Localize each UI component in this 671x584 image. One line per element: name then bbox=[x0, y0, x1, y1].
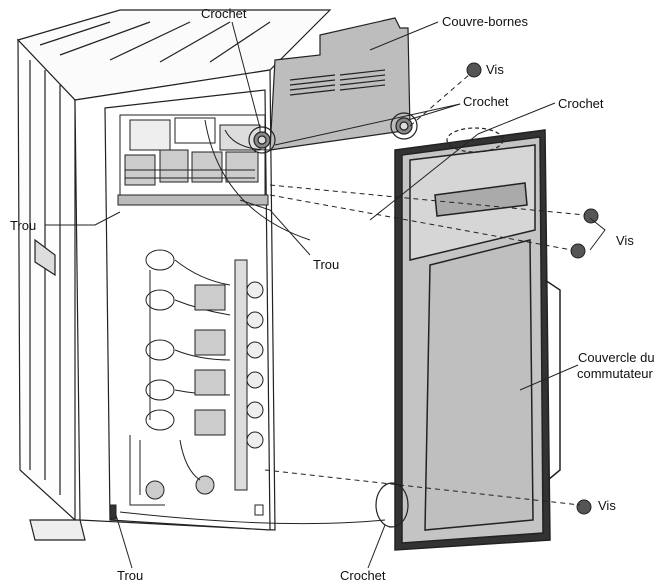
label-couvre-bornes: Couvre-bornes bbox=[442, 14, 528, 29]
callout-circles bbox=[248, 112, 504, 528]
assembly-lines bbox=[264, 73, 586, 506]
label-crochet-right: Crochet bbox=[558, 96, 604, 111]
label-couvercle-line2: commutateur bbox=[577, 366, 653, 381]
label-vis-top: Vis bbox=[486, 62, 504, 77]
screws bbox=[466, 62, 599, 515]
label-trou-bottom: Trou bbox=[117, 568, 144, 583]
label-crochet-top: Crochet bbox=[201, 6, 247, 21]
label-couvercle-line1: Couvercle du bbox=[578, 350, 655, 365]
label-vis-bottom: Vis bbox=[598, 498, 616, 513]
label-trou-left: Trou bbox=[10, 218, 37, 233]
label-vis-right: Vis bbox=[616, 233, 634, 248]
label-crochet-bottom: Crochet bbox=[340, 568, 386, 583]
terminal-cover bbox=[253, 17, 413, 151]
terminal-board bbox=[117, 114, 269, 206]
label-trou-mid: Trou bbox=[313, 257, 340, 272]
label-crochet-mid: Crochet bbox=[463, 94, 509, 109]
switch-cover bbox=[394, 129, 561, 551]
leader-lines bbox=[45, 21, 606, 569]
valve-assembly bbox=[109, 249, 264, 520]
